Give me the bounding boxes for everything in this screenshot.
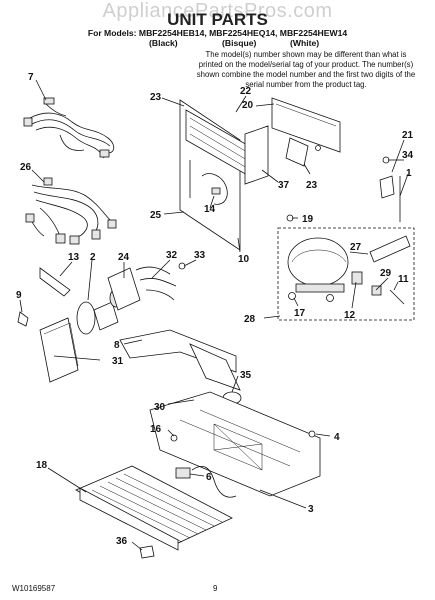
condenser-fan-assembly bbox=[17, 288, 123, 383]
callout-34: 34 bbox=[402, 150, 414, 161]
color-white: (White) bbox=[290, 38, 320, 48]
callout-31: 31 bbox=[112, 356, 124, 367]
callout-19: 19 bbox=[302, 214, 314, 225]
compressor-group-box bbox=[277, 227, 415, 321]
leader-lines bbox=[19, 79, 409, 551]
callout-28: 28 bbox=[244, 314, 256, 325]
callout-29: 29 bbox=[380, 268, 392, 279]
callout-8: 8 bbox=[114, 340, 120, 351]
base-plate bbox=[149, 391, 321, 497]
drain-tube bbox=[379, 156, 401, 222]
callout-27: 27 bbox=[350, 242, 362, 253]
l-bracket bbox=[39, 267, 71, 297]
callout-25: 25 bbox=[150, 210, 162, 221]
callout-1: 1 bbox=[406, 168, 412, 179]
callout-13: 13 bbox=[68, 252, 80, 263]
color-black: (Black) bbox=[149, 38, 178, 48]
callout-7: 7 bbox=[28, 72, 34, 83]
evaporator-assembly bbox=[179, 99, 269, 251]
motor-bracket bbox=[107, 262, 186, 311]
callout-24: 24 bbox=[118, 252, 130, 263]
callout-37: 37 bbox=[278, 180, 290, 191]
callouts: 7 26 13 2 24 32 33 9 8 31 23 22 20 37 23… bbox=[16, 72, 414, 547]
watermark: AppliancePartsPros.com bbox=[102, 0, 333, 22]
screw-36 bbox=[139, 545, 155, 559]
wire-harness-lower bbox=[25, 177, 117, 245]
callout-32: 32 bbox=[166, 250, 178, 261]
air-duct bbox=[271, 97, 341, 167]
color-bisque: (Bisque) bbox=[222, 38, 257, 48]
callout-10: 10 bbox=[238, 254, 250, 265]
document-number: W10169587 bbox=[12, 584, 56, 593]
callout-3: 3 bbox=[308, 504, 314, 515]
page-title: UNIT PARTS bbox=[167, 10, 268, 29]
callout-18: 18 bbox=[36, 460, 48, 471]
callout-22: 22 bbox=[240, 86, 252, 97]
callout-17: 17 bbox=[294, 308, 306, 319]
defrost-sensor bbox=[175, 466, 237, 498]
callout-33: 33 bbox=[194, 250, 206, 261]
callout-2: 2 bbox=[90, 252, 96, 263]
callout-36: 36 bbox=[116, 536, 128, 547]
callout-35: 35 bbox=[240, 370, 252, 381]
callout-6: 6 bbox=[206, 472, 212, 483]
model-note: The model(s) number shown may be differe… bbox=[196, 50, 416, 89]
callout-11: 11 bbox=[398, 274, 409, 285]
callout-9: 9 bbox=[16, 290, 22, 301]
callout-26: 26 bbox=[20, 162, 32, 173]
condenser-coil bbox=[75, 465, 233, 551]
callout-21: 21 bbox=[402, 130, 414, 141]
callout-30: 30 bbox=[154, 402, 166, 413]
callout-12: 12 bbox=[344, 310, 356, 321]
page-number: 9 bbox=[213, 584, 218, 593]
model-list: For Models: MBF2254HEB14, MBF2254HEQ14, … bbox=[87, 28, 348, 38]
callout-23-bottom: 23 bbox=[306, 180, 318, 191]
callout-23-top: 23 bbox=[150, 92, 162, 103]
callout-4: 4 bbox=[334, 432, 340, 443]
compressor bbox=[287, 235, 411, 305]
callout-20: 20 bbox=[242, 100, 254, 111]
wire-harness-upper bbox=[23, 97, 115, 159]
callout-16: 16 bbox=[150, 424, 162, 435]
callout-14: 14 bbox=[204, 204, 216, 215]
